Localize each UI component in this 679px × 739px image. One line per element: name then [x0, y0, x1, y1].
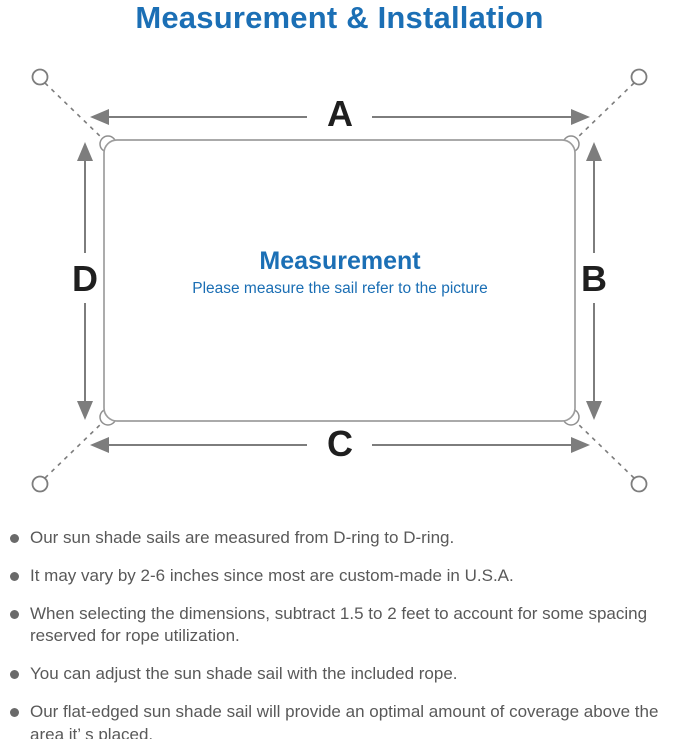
- dim-label-b: B: [581, 258, 607, 299]
- bullet-dot-icon: [10, 707, 19, 717]
- dim-label-c: C: [327, 423, 353, 464]
- measurement-diagram: A C D B Measurement Please measure the s…: [31, 68, 648, 493]
- anchor-rope-lines: [44, 82, 635, 479]
- anchor-circle-bottom-left: [31, 475, 49, 493]
- center-heading: Measurement: [259, 247, 421, 275]
- note-text: Our flat-edged sun shade sail will provi…: [30, 701, 659, 739]
- dim-label-a: A: [327, 93, 353, 134]
- rope-bottom-left: [44, 422, 103, 479]
- page-title: Measurement & Installation: [135, 0, 544, 35]
- note-item: You can adjust the sun shade sail with t…: [10, 663, 660, 686]
- note-text: It may vary by 2-6 inches since most are…: [30, 565, 514, 585]
- anchor-circle-top-right: [630, 68, 648, 86]
- arrowhead-left-up: [77, 142, 93, 161]
- arrowhead-bottom-left: [90, 437, 109, 453]
- dim-label-d: D: [72, 258, 98, 299]
- note-item: Our flat-edged sun shade sail will provi…: [10, 701, 660, 739]
- arrowhead-right-up: [586, 142, 602, 161]
- rope-top-right: [576, 82, 635, 139]
- arrowhead-right-down: [586, 401, 602, 420]
- note-text: Our sun shade sails are measured from D-…: [30, 528, 455, 547]
- bullet-dot-icon: [10, 534, 19, 543]
- dimension-arrowheads: [77, 109, 602, 453]
- note-item: When selecting the dimensions, subtract …: [10, 603, 660, 649]
- bullet-dot-icon: [10, 670, 19, 680]
- center-subheading: Please measure the sail refer to the pic…: [192, 280, 488, 297]
- anchor-circle-top-left: [31, 68, 49, 86]
- dimension-arrows: [84, 116, 595, 446]
- note-item: It may vary by 2-6 inches since most are…: [10, 565, 660, 588]
- notes-list: Our sun shade sails are measured from D-…: [10, 527, 665, 739]
- sail-outline: [103, 139, 576, 422]
- arrowhead-bottom-right: [571, 437, 590, 453]
- arrowhead-left-down: [77, 401, 93, 420]
- bullet-dot-icon: [10, 571, 19, 581]
- note-text: You can adjust the sun shade sail with t…: [30, 664, 458, 684]
- note-text: When selecting the dimensions, subtract …: [30, 603, 648, 646]
- bullet-dot-icon: [10, 609, 19, 619]
- anchor-circle-bottom-right: [630, 475, 648, 493]
- anchor-points: [31, 68, 648, 493]
- rope-bottom-right: [576, 422, 635, 479]
- arrowhead-top-left: [90, 109, 109, 125]
- rope-top-left: [44, 82, 103, 139]
- note-item: Our sun shade sails are measured from D-…: [10, 527, 660, 550]
- arrowhead-top-right: [571, 109, 590, 125]
